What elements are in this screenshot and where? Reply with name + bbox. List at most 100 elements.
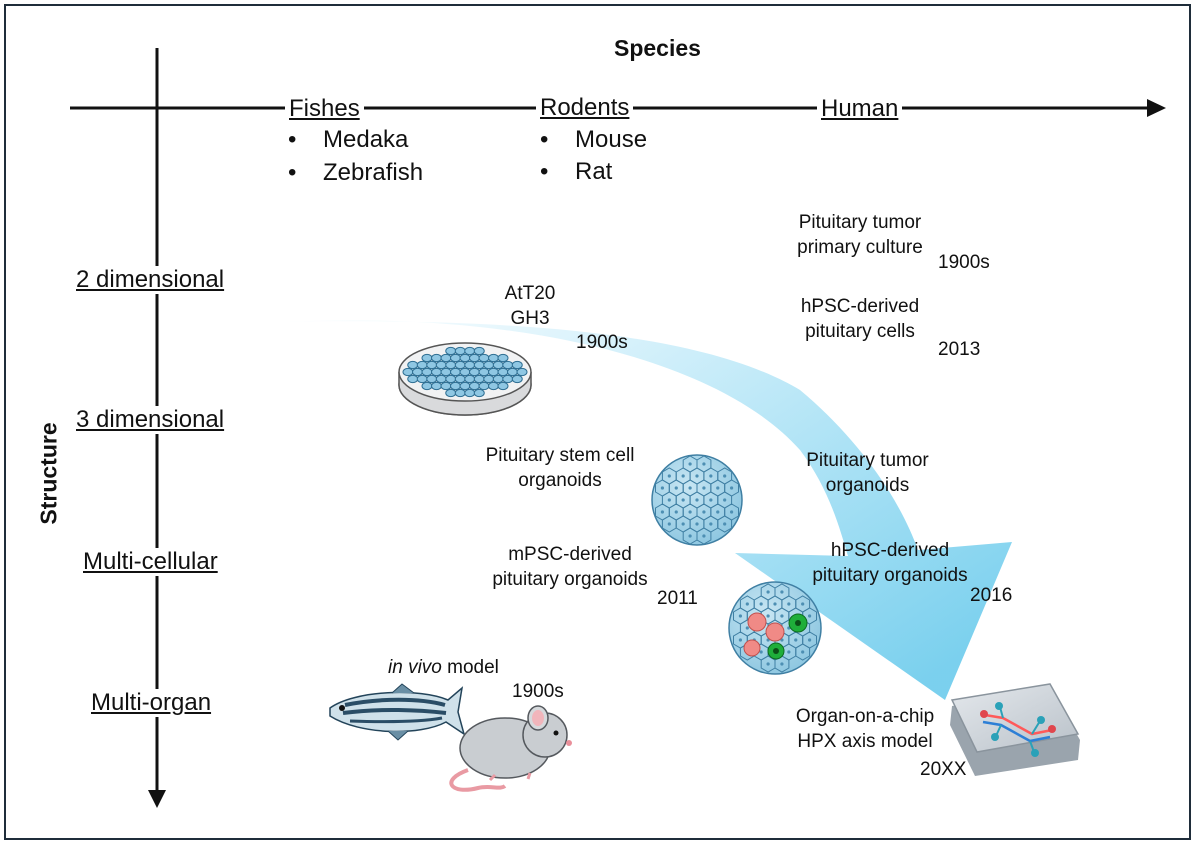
dish-cell (511, 374, 523, 384)
cell-nucleus (766, 614, 770, 618)
cell-nucleus (730, 510, 734, 514)
dish-cell (454, 346, 466, 356)
dish-cell (445, 374, 457, 384)
cell-nucleus (681, 474, 685, 478)
organ-chip-year: 20XX (920, 759, 967, 780)
dish-cell (516, 367, 528, 377)
cell-nucleus (723, 474, 727, 478)
dish-cell (473, 360, 485, 370)
structure-level-2d: 2 dimensional (70, 266, 231, 294)
dish-cell (469, 353, 480, 363)
dish-cell (416, 360, 428, 370)
cell-nucleus (759, 650, 763, 654)
species-item-rat: Rat (575, 158, 613, 185)
dish-cell (478, 381, 490, 391)
cell-nucleus (745, 626, 749, 630)
cell-nucleus (667, 474, 671, 478)
dish-cell (469, 381, 480, 391)
dish-cell (473, 388, 485, 398)
cell-nucleus (766, 590, 770, 594)
cell-nucleus (688, 510, 692, 514)
mouse-icon (449, 705, 572, 792)
zebrafish-icon (329, 683, 466, 741)
dish-cell (431, 367, 442, 377)
mpsc-organoids-label: mPSC-derived pituitary organoids (492, 544, 648, 590)
dish-cell (497, 367, 509, 377)
organoid-cell (696, 527, 712, 545)
cell-nucleus (702, 510, 706, 514)
cell-nucleus (801, 602, 805, 606)
bullet: • (288, 159, 297, 186)
cell-nucleus (667, 498, 671, 502)
dish-cell (488, 381, 499, 391)
dish-cell (464, 374, 476, 384)
dish-cell (454, 374, 466, 384)
structure-level-multicellular: Multi-cellular (77, 548, 224, 576)
dish-cell (407, 360, 419, 370)
organ-chip-label: Organ-on-a-chip HPX axis model (795, 706, 935, 752)
cell-nucleus (766, 662, 770, 666)
dish-cell (426, 360, 438, 370)
cell-nucleus (688, 486, 692, 490)
cell-nucleus (674, 486, 678, 490)
dish-cell (473, 374, 485, 384)
cell-nucleus (716, 510, 720, 514)
cell-nucleus (674, 510, 678, 514)
species-axis-title: Species (614, 35, 701, 61)
dish-cell (459, 367, 471, 377)
cell-nucleus (808, 614, 812, 618)
tumor-organoids-label: Pituitary tumor organoids (806, 450, 929, 496)
dish-cell (502, 374, 514, 384)
organoid-cell (774, 655, 790, 673)
progression-arrow (280, 320, 1012, 700)
dish-cell (426, 374, 438, 384)
cell-nucleus (667, 522, 671, 526)
cell-nucleus (745, 602, 749, 606)
dish-cell (454, 360, 466, 370)
cell-nucleus (723, 522, 727, 526)
organoid-sphere-icon (651, 454, 743, 546)
stem-cell-organoids-label: Pituitary stem cell organoids (485, 445, 635, 491)
dish-cell (483, 374, 495, 384)
species-item-medaka: Medaka (323, 126, 409, 153)
cell-nucleus (681, 498, 685, 502)
mpsc-organoids-year: 2011 (657, 588, 698, 609)
cell-nucleus (738, 638, 743, 642)
cell-nucleus (723, 498, 727, 502)
tumor-primary-year: 1900s (938, 252, 990, 273)
cell-nucleus (660, 510, 665, 514)
dish-cell (421, 381, 433, 391)
cell-nucleus (702, 534, 706, 538)
cell-nucleus (808, 638, 812, 642)
species-item-zebrafish: Zebrafish (323, 159, 424, 186)
dish-cell (445, 388, 457, 398)
cell-nucleus (660, 486, 665, 490)
cell-nucleus (695, 474, 699, 478)
cell-nucleus (709, 522, 713, 526)
cell-nucleus (688, 534, 692, 538)
structure-axis-title: Structure (35, 422, 62, 525)
cell-nucleus (702, 462, 706, 466)
dish-cell (421, 353, 433, 363)
dish-cell (464, 388, 476, 398)
figure-frame (4, 4, 1191, 840)
dish-cell (492, 360, 504, 370)
dish-cell (464, 360, 476, 370)
cell-nucleus (709, 474, 713, 478)
dish-cell (435, 360, 447, 370)
organ-chip-icon (950, 683, 1080, 776)
cell-nucleus (681, 522, 685, 526)
cell-nucleus (780, 590, 784, 594)
dish-cell (440, 367, 452, 377)
organoid-cell (795, 643, 811, 661)
dish-cell (407, 374, 419, 384)
dish-cell (464, 346, 476, 356)
dish-cell (445, 360, 457, 370)
dish-cell (440, 381, 452, 391)
dish-cell (445, 346, 457, 356)
hpsc-cells-year: 2013 (938, 339, 981, 360)
cell-nucleus (780, 614, 784, 618)
bullet: • (288, 126, 297, 153)
dish-cell (454, 388, 466, 398)
